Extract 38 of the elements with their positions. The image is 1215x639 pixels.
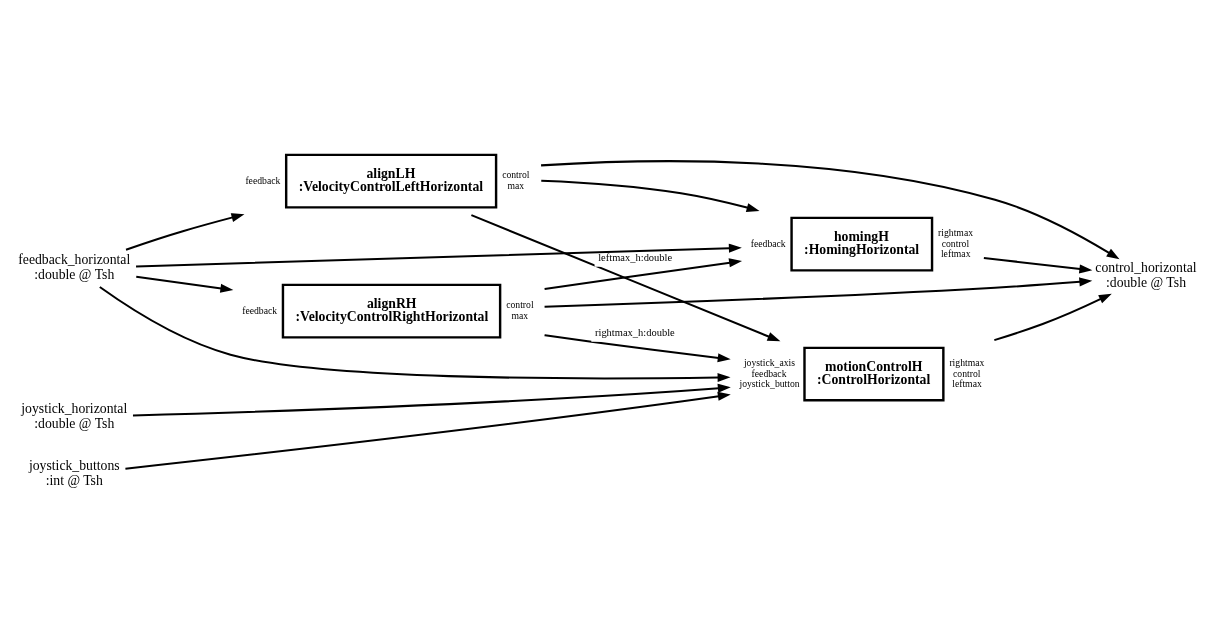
node-label: feedback (750, 237, 786, 249)
node-box: alignLH :VelocityControlLeftHorizontal (284, 153, 498, 209)
arrow (994, 293, 1112, 341)
node-label: control (506, 298, 534, 310)
node-text: control_horizontal :double @ Tsh (1095, 259, 1197, 290)
node-label: feedback (242, 304, 278, 316)
arrow (544, 276, 1093, 308)
node-label: joystick_button (739, 377, 800, 389)
node-box: motionControlH :ControlHorizontal (803, 346, 945, 402)
node-text: joystick_buttons :int @ Tsh (28, 457, 120, 488)
node-label: rightmax (938, 226, 974, 238)
arrow (544, 333, 731, 362)
arrow (983, 256, 1093, 273)
node-label: control (953, 367, 981, 379)
node-label: feedback (245, 174, 281, 186)
node-box: homingH :HomingHorizontal (790, 216, 934, 272)
node-label: joystick_axis (743, 356, 795, 368)
arrow (136, 275, 234, 293)
arrow (125, 212, 245, 251)
node-label: feedback (751, 367, 787, 379)
arrow (132, 383, 731, 416)
node-label: max (511, 309, 529, 321)
edge-label: leftmax_h:double (598, 251, 673, 263)
node-label: control (941, 237, 970, 249)
node-label: max (507, 179, 525, 191)
node-text: joystick_horizontal :double @ Tsh (21, 400, 128, 431)
edge-label: rightmax_h:double (594, 326, 675, 338)
node-label: leftmax (940, 247, 971, 259)
arrow (544, 257, 743, 290)
node-text: feedback_horizontal :double @ Tsh (18, 251, 131, 282)
node-label: control (502, 168, 530, 180)
node-label: leftmax (952, 377, 982, 389)
arrow (125, 391, 731, 470)
arrow (541, 159, 1120, 259)
node-box: alignRH :VelocityControlRightHorizontal (281, 283, 502, 339)
arrow (541, 179, 760, 212)
node-label: rightmax (949, 356, 985, 368)
arrow (99, 285, 731, 382)
